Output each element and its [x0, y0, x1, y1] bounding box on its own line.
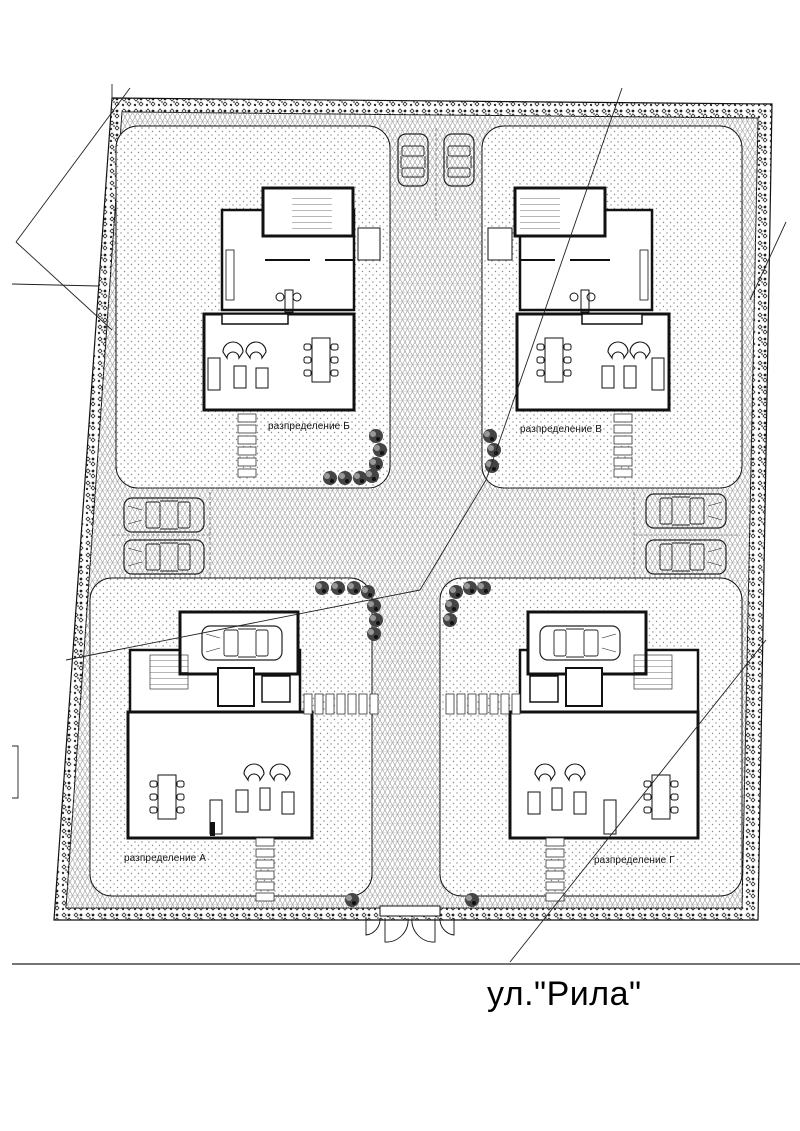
house-b-floorplan	[202, 186, 381, 412]
parking-right	[633, 492, 740, 578]
reference-lines	[11, 84, 787, 963]
parking-top	[397, 128, 475, 220]
parking-left	[112, 492, 211, 578]
unit-g-label: разпределение Г	[594, 855, 675, 866]
unit-a-label: разпределение А	[124, 853, 206, 864]
house-a-floorplan	[126, 610, 314, 840]
unit-v-label: разпределение В	[520, 424, 602, 435]
unit-b-label: разпределение Б	[268, 421, 350, 432]
house-g-floorplan	[508, 610, 700, 840]
house-v-floorplan	[487, 186, 671, 412]
entrance-gates	[365, 905, 455, 943]
street-name-label: ул."Рила"	[487, 975, 642, 1013]
